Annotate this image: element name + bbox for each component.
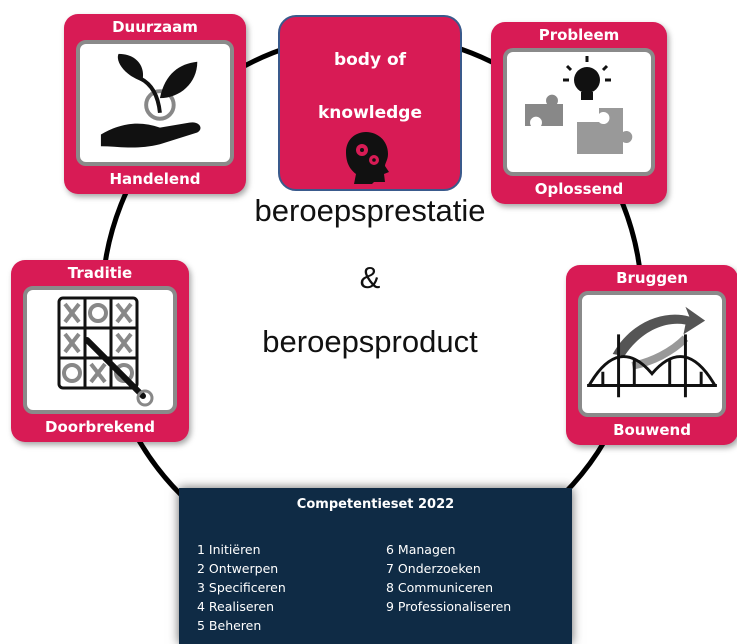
competentie-item: 8 Communiceren [386,580,494,595]
competentie-column-2: 6 Managen 7 Onderzoeken 8 Communiceren 9… [386,540,511,616]
competentie-item: 9 Professionaliseren [386,599,512,614]
lightbulb-puzzle-icon [503,48,655,176]
competentie-item: 1 Initiëren [197,542,261,557]
competentie-item: 4 Realiseren [197,599,275,614]
competentie-item: 2 Ontwerpen [197,561,279,576]
competentie-item: 3 Specificeren [197,580,286,595]
center-line-ampersand: & [359,260,381,295]
competentie-column-1: 1 Initiëren 2 Ontwerpen 3 Specificeren 4… [197,540,286,635]
center-line-beroepsproduct: beroepsproduct [262,324,478,359]
competentieset-panel: Competentieset 2022 1 Initiëren 2 Ontwer… [179,488,572,644]
hand-plant-icon [76,40,234,166]
competentie-item: 7 Onderzoeken [386,561,481,576]
card-duurzaam-handelend: Duurzaam Handelend [64,14,246,194]
card-traditie-doorbrekend: Traditie Doorbrekend [11,260,189,442]
competentie-item: 5 Beheren [197,618,262,633]
card-top-label: Probleem [538,26,620,44]
center-line-beroepsprestatie: beroepsprestatie [254,193,486,228]
card-top-label: Traditie [67,264,133,282]
body-of-knowledge-box: body of knowledge [278,15,462,191]
card-bottom-label: Bouwend [613,421,691,439]
card-bottom-label: Doorbrekend [45,418,155,436]
competentieset-title: Competentieset 2022 [296,497,455,512]
body-of-label: body of [333,50,407,70]
card-probleem-oplossend: Probleem Oplossend [491,22,667,204]
card-bruggen-bouwend: Bruggen Bouwend [566,265,737,445]
competentie-item: 6 Managen [386,542,456,557]
bridge-icon [578,291,726,417]
card-top-label: Duurzaam [112,18,198,36]
knowledge-label: knowledge [317,103,423,123]
card-bottom-label: Handelend [109,170,201,188]
head-gears-icon [346,132,389,184]
card-bottom-label: Oplossend [534,180,624,198]
tic-tac-toe-icon [23,286,177,414]
card-top-label: Bruggen [616,269,688,287]
